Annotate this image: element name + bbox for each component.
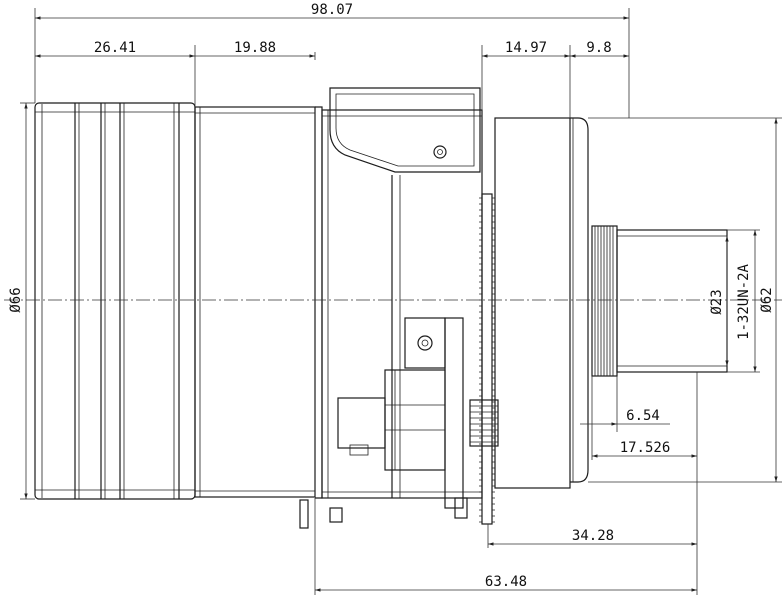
dim-second-segment: 19.88: [234, 40, 276, 56]
dim-front-diameter: Ø66: [8, 287, 24, 312]
middle-barrel: [194, 106, 316, 498]
side-motor: [299, 317, 499, 529]
top-bracket: [329, 87, 481, 173]
dim-gear-to-rear: 34.28: [572, 528, 614, 544]
dim-mount-diameter: Ø23: [709, 289, 725, 314]
dim-front-segment: 26.41: [94, 40, 136, 56]
dim-flange-depth: 9.8: [586, 40, 611, 56]
dim-thread-length: 6.54: [626, 408, 660, 424]
extension-lines: [20, 8, 782, 595]
dim-back-focal: 17.526: [620, 440, 671, 456]
dim-bracket-to-rear: 63.48: [485, 574, 527, 590]
dim-overall-length: 98.07: [311, 2, 353, 18]
gear-ring: [479, 193, 495, 525]
c-mount-thread: [591, 225, 728, 377]
dim-rear-diameter: Ø62: [759, 287, 775, 312]
front-ring: [34, 102, 196, 500]
dim-rear-offset: 14.97: [505, 40, 547, 56]
dim-thread-spec: 1-32UN-2A: [736, 264, 752, 340]
rear-housing: [494, 117, 589, 489]
lens-body: [34, 87, 728, 529]
